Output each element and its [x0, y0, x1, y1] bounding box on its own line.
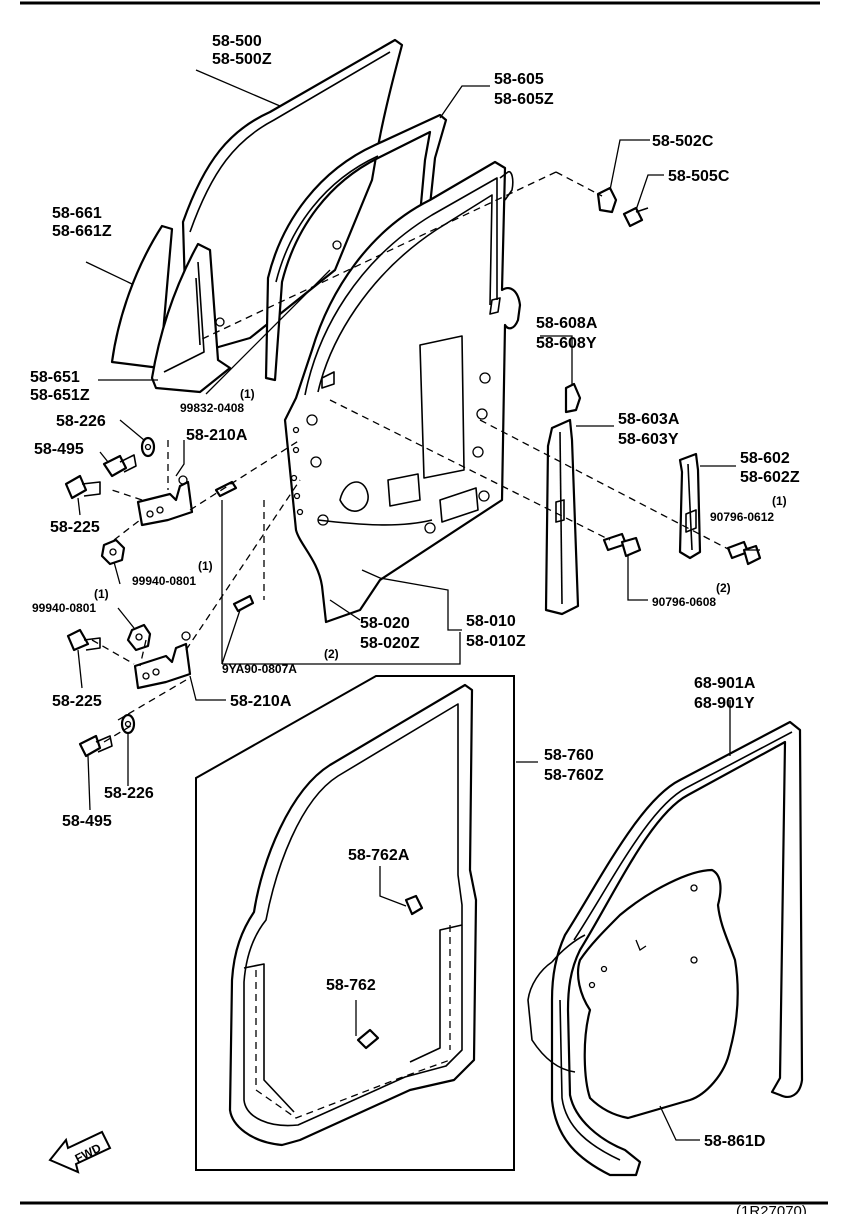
label-washer-top: 58-226: [56, 413, 106, 430]
door-inner-panel: [283, 160, 522, 624]
label-nut-bottom-qty: (1): [94, 587, 109, 601]
label-bolt-612-qty: (1): [772, 494, 787, 508]
label-rear-channel-a-2: 58-603Y: [618, 431, 679, 448]
label-channel-clip-2: 58-608Y: [536, 335, 597, 352]
label-nut-bottom: 99940-0801: [32, 601, 96, 615]
label-bolt-c: 58-505C: [668, 168, 730, 185]
label-weatherstrip-1: 58-760: [544, 747, 594, 764]
diagram-ref: (1R27070): [736, 1203, 807, 1214]
bracket-and-bolt-c: [596, 186, 649, 228]
label-door-panel-2: 58-010Z: [466, 633, 526, 650]
label-quarter-frame-2: 58-651Z: [30, 387, 90, 404]
label-rear-channel-b-2: 58-602Z: [740, 469, 800, 486]
label-bolt-bottom: 58-495: [62, 813, 112, 830]
dashed-guides: [91, 171, 731, 743]
label-bolt-top: 58-495: [34, 441, 84, 458]
label-screw-qty: (1): [240, 387, 255, 401]
bolts-90796: [602, 532, 762, 566]
fwd-arrow-icon: FWD: [48, 1130, 112, 1174]
label-screen: 58-861D: [704, 1133, 765, 1150]
label-outer-seal-2: 68-901Y: [694, 695, 755, 712]
label-nut-top-qty: (1): [198, 559, 213, 573]
label-weatherstrip-2: 58-760Z: [544, 767, 604, 784]
lower-hinge: [133, 631, 192, 690]
label-clip-a: 58-762A: [348, 847, 410, 864]
label-bolt-608: 90796-0608: [652, 595, 716, 609]
label-bolt-608-qty: (2): [716, 581, 731, 595]
label-stud-qty: (2): [324, 647, 339, 661]
weatherstrip-box: [195, 675, 515, 1171]
quarter-frame: [150, 242, 232, 394]
label-rear-channel-b-1: 58-602: [740, 450, 790, 467]
label-screw-ref: 99832-0408: [180, 401, 244, 415]
label-outer-seal-1: 68-901A: [694, 675, 756, 692]
label-plug-1: 58-020: [360, 615, 410, 632]
outer-seal: [550, 720, 804, 1177]
label-channel-clip-1: 58-608A: [536, 315, 598, 332]
channel-clip: [564, 382, 582, 414]
upper-hinge: [136, 475, 194, 527]
quarter-glass: [110, 224, 174, 370]
rear-channel-a: [544, 418, 580, 616]
label-quarter-frame-1: 58-651: [30, 369, 80, 386]
label-bolt-225-bottom: 58-225: [52, 693, 102, 710]
label-bracket-c: 58-502C: [652, 133, 714, 150]
label-plug-2: 58-020Z: [360, 635, 420, 652]
label-glass-1: 58-500: [212, 33, 262, 50]
fasteners-left: [64, 436, 255, 758]
label-quarter-glass-1: 58-661: [52, 205, 102, 222]
label-bolt-612: 90796-0612: [710, 510, 774, 524]
label-run-channel-1: 58-605: [494, 71, 544, 88]
label-hinge-top: 58-210A: [186, 427, 248, 444]
label-bolt-225-top: 58-225: [50, 519, 100, 536]
label-washer-bottom: 58-226: [104, 785, 154, 802]
screen-sheet: [527, 868, 739, 1120]
label-nut-top: 99940-0801: [132, 574, 196, 588]
label-clip: 58-762: [326, 977, 376, 994]
label-hinge-bottom: 58-210A: [230, 693, 292, 710]
label-glass-2: 58-500Z: [212, 51, 272, 68]
rear-channel-b: [678, 452, 702, 560]
labels: 58-500 58-500Z 58-605 58-605Z 58-502C 58…: [30, 33, 807, 1219]
label-run-channel-2: 58-605Z: [494, 91, 554, 108]
label-door-panel-1: 58-010: [466, 613, 516, 630]
label-leaders: [77, 69, 760, 1141]
label-stud: 9YA90-0807A: [222, 662, 297, 676]
label-quarter-glass-2: 58-661Z: [52, 223, 112, 240]
label-rear-channel-a-1: 58-603A: [618, 411, 680, 428]
